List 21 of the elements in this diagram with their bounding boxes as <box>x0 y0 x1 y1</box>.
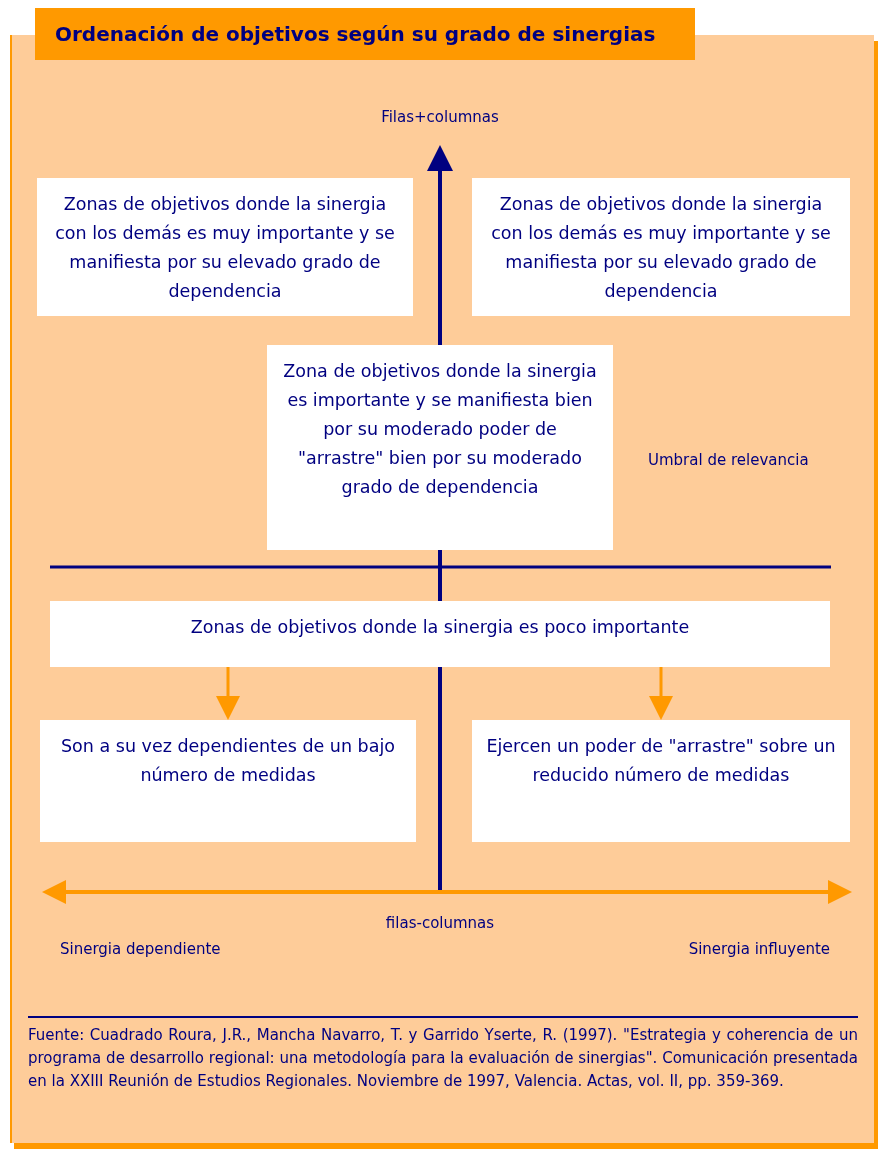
axis-label: filas-columnas <box>384 914 496 932</box>
threshold-label: Umbral de relevancia <box>648 451 809 469</box>
zone-box <box>50 601 830 667</box>
axis-end-label: Sinergia influyente <box>687 940 830 958</box>
title-banner: Ordenación de objetivos según su grado de sinergias <box>35 8 695 60</box>
zone-box <box>37 178 413 316</box>
source-note: Fuente: Cuadrado Roura, J.R., Mancha Navarro, T. y Garrido Yserte, R. (1997). "Estrategia y coherencia de un programa de desarrollo regional: una metodología para la evaluación de sinergias". Comunicación presentada en la XXIII Reunión de Estudios Regionales. Noviembre de 1997, Valencia. Actas, vol. II, pp. 359-369. <box>28 1025 858 1092</box>
arrow <box>649 667 673 720</box>
zone-text: Zonas de objetivos donde la sinergia con los demás es muy importante y se manifiesta por su elevado grado de dependencia <box>490 193 832 303</box>
zone-text: Ejercen un poder de "arrastre" sobre un reducido número de medidas <box>486 735 836 787</box>
axis-label: Filas+columnas <box>380 108 500 126</box>
zone-box <box>472 720 850 842</box>
zone-text: Son a su vez dependientes de un bajo número de medidas <box>60 735 396 787</box>
zone-box <box>40 720 416 842</box>
zone-box <box>267 345 613 550</box>
zone-text: Zona de objetivos donde la sinergia es importante y se manifiesta bien por su moderado poder de "arrastre" bien por su moderado grado de dependencia <box>282 360 598 499</box>
zone-text: Zonas de objetivos donde la sinergia con los demás es muy importante y se manifiesta por su elevado grado de dependencia <box>54 193 396 303</box>
arrow <box>216 667 240 720</box>
axis-end-label: Sinergia dependiente <box>60 940 221 958</box>
zone-box <box>472 178 850 316</box>
zone-text: Zonas de objetivos donde la sinergia es poco importante <box>190 616 690 639</box>
